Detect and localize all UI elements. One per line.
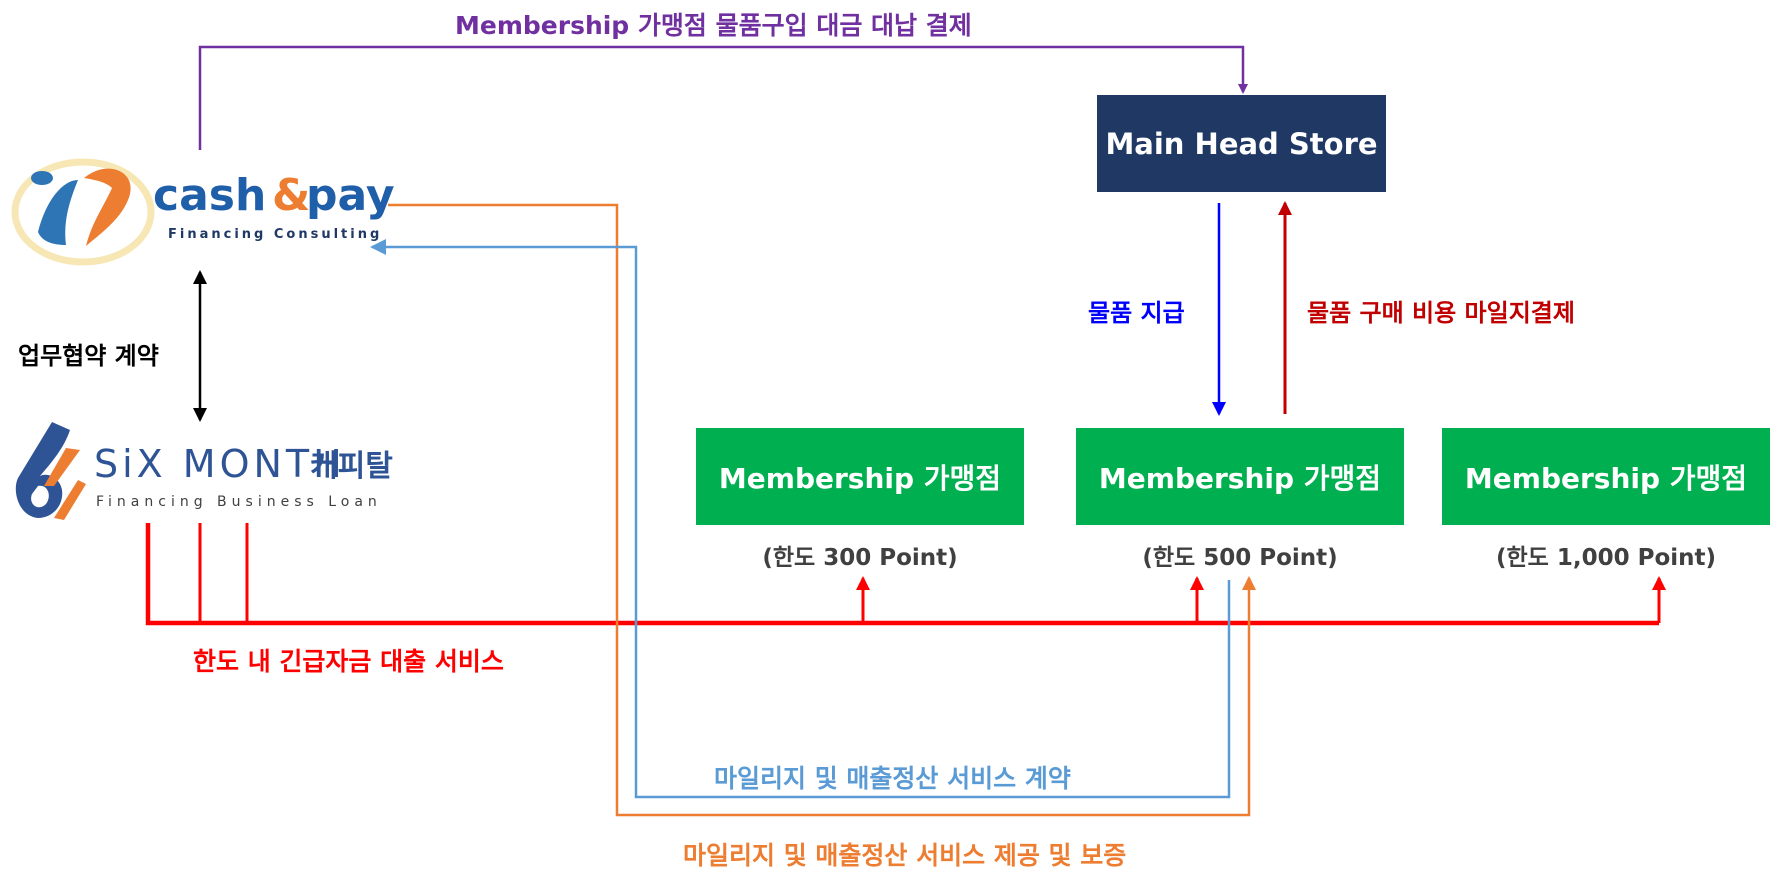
cash-pay-word-pay: pay [306,170,395,221]
edge-mileage-contract [370,239,1231,799]
label-emergency-loan: 한도 내 긴급자금 대출 서비스 [193,647,504,676]
cash-pay-tagline: Financing Consulting [168,227,382,242]
cash-pay-word-amp: & [272,170,310,221]
label-top-payment: Membership 가맹점 물품구입 대금 대납 결제 [455,11,972,40]
six-month-word: SiX MONTH [94,442,346,486]
edge-mileage-guarantee [388,203,1256,817]
limit-membership-1: (한도 300 Point) [762,545,958,571]
cash-pay-logo: cash & pay Financing Consulting [11,158,395,266]
label-mileage-contract: 마일리지 및 매출정산 서비스 계약 [714,764,1071,793]
six-month-logo: SiX MONTH 캐피탈 Financing Business Loan [15,422,393,520]
label-business-agreement: 업무협약 계약 [18,342,159,370]
limit-membership-3: (한도 1,000 Point) [1495,545,1717,571]
edge-top-payment [198,45,1248,150]
six-month-korean: 캐피탈 [310,449,393,484]
node-membership-3: Membership 가맹점 [1442,428,1770,525]
edge-emergency-loan [145,523,1666,626]
label-mileage-payment: 물품 구매 비용 마일지결제 [1307,299,1575,327]
node-main-head-store: Main Head Store [1097,95,1386,192]
limit-membership-2: (한도 500 Point) [1142,545,1338,571]
label-goods-supply: 물품 지급 [1088,299,1185,327]
node-membership-1: Membership 가맹점 [696,428,1024,525]
cash-pay-word-cash: cash [153,170,266,221]
node-membership-2: Membership 가맹점 [1076,428,1404,525]
label-mileage-guarantee: 마일리지 및 매출정산 서비스 제공 및 보증 [683,841,1127,870]
six-month-tagline: Financing Business Loan [96,494,382,510]
